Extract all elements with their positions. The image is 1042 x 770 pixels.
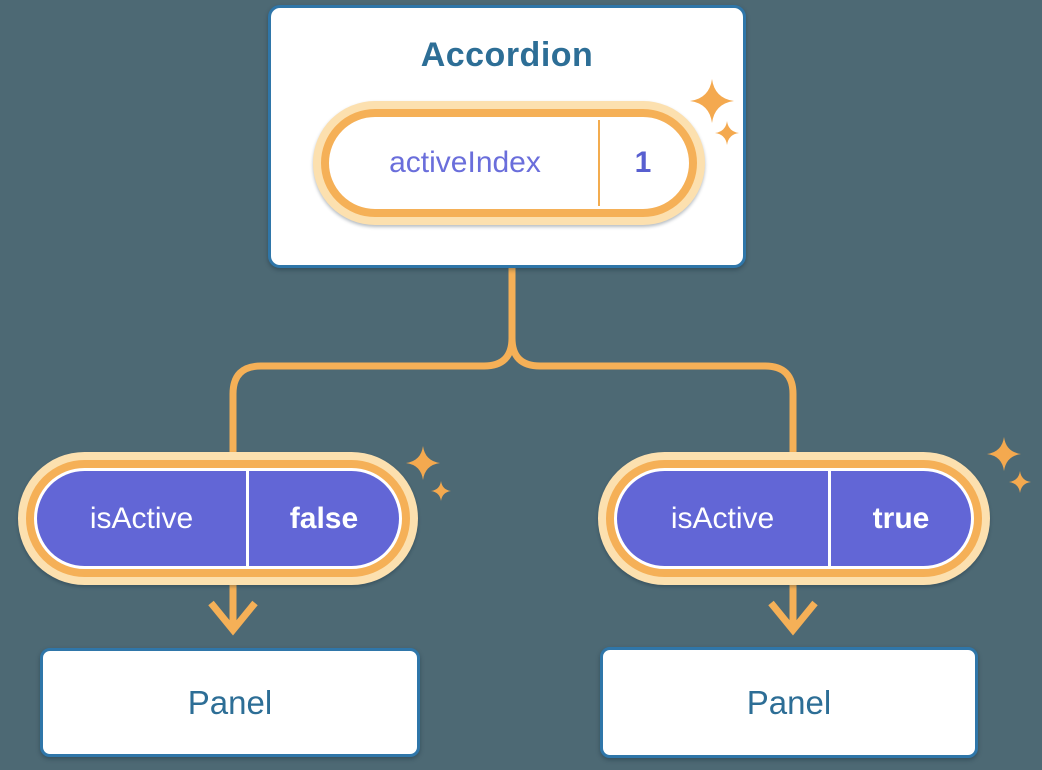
state-value-label: 1 <box>634 146 652 179</box>
panel-label: Panel <box>746 683 832 721</box>
prop-pill-ring: isActive true <box>606 460 982 577</box>
pill-divider <box>828 471 831 566</box>
prop-pill-isactive-true: isActive true <box>598 452 990 585</box>
branch-line-right <box>508 266 797 470</box>
prop-pill-isactive-false: isActive false <box>18 452 418 585</box>
prop-name-label: isActive <box>670 501 775 535</box>
panel-label: Panel <box>187 683 273 721</box>
prop-value-label: false <box>289 501 359 535</box>
component-title: Accordion <box>420 36 594 74</box>
panel-component-card-left: Panel <box>40 648 420 757</box>
pill-divider <box>598 120 600 206</box>
prop-pill-ring: isActive false <box>26 460 410 577</box>
pill-divider <box>246 471 249 566</box>
arrow-head-left <box>208 600 258 636</box>
arrow-head-right <box>768 600 818 636</box>
state-pill-activeindex: activeIndex 1 <box>313 101 705 225</box>
state-pill-body: activeIndex 1 <box>332 120 686 206</box>
state-name-label: activeIndex <box>389 146 541 179</box>
prop-value-label: true <box>872 501 930 535</box>
state-pill-ring: activeIndex 1 <box>321 109 697 217</box>
branch-line-left <box>229 266 516 470</box>
prop-pill-body: isActive false <box>37 471 399 566</box>
panel-component-card-right: Panel <box>600 647 978 758</box>
prop-name-label: isActive <box>89 501 194 535</box>
prop-pill-body: isActive true <box>617 471 971 566</box>
accordion-component-card: Accordion activeIndex 1 <box>268 5 746 268</box>
